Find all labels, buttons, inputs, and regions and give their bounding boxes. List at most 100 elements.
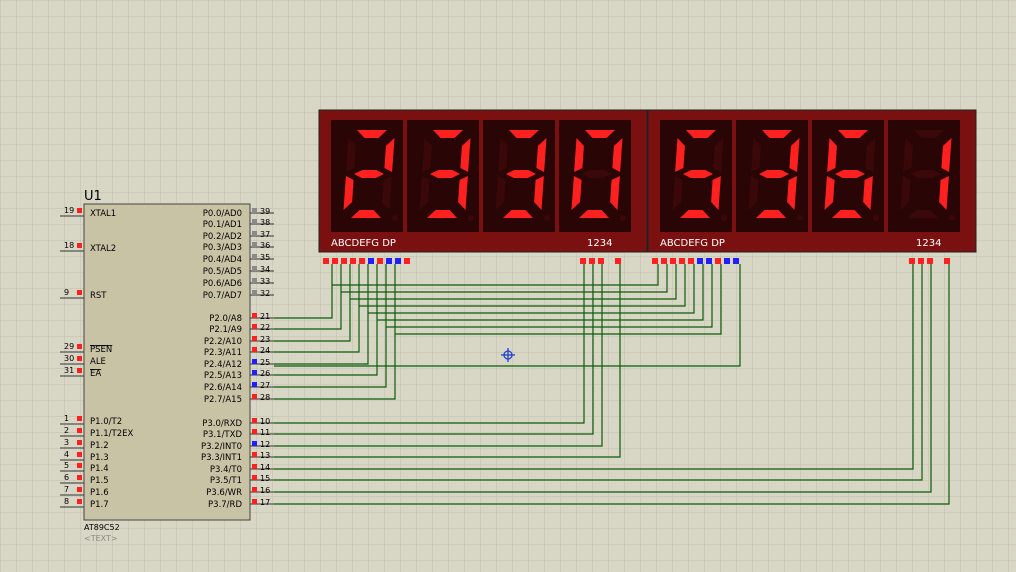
segment-dp (620, 215, 626, 221)
segment-pin-5[interactable] (688, 258, 694, 264)
pin-number: 23 (260, 335, 270, 344)
segment-pin-4[interactable] (679, 258, 685, 264)
segment-pin-7[interactable] (377, 258, 383, 264)
common-pin-3[interactable] (598, 258, 604, 264)
pin-state-marker (252, 347, 257, 352)
segment-pin-8[interactable] (386, 258, 392, 264)
chip-ref-label: U1 (84, 189, 102, 204)
segment-pin-2[interactable] (661, 258, 667, 264)
segment-pin-6[interactable] (368, 258, 374, 264)
digit-4 (888, 120, 960, 232)
common-pin-4[interactable] (944, 258, 950, 264)
pin-label: ALE (90, 357, 106, 367)
segment-pin-8[interactable] (715, 258, 721, 264)
chip-body[interactable] (83, 203, 251, 521)
segment-pin-9[interactable] (395, 258, 401, 264)
segment-pin-labels: ABCDEFG DP (331, 238, 396, 249)
common-pin-2[interactable] (918, 258, 924, 264)
pin-state-marker (252, 290, 257, 295)
wire-display2-com-1 (274, 264, 914, 470)
common-pin-3[interactable] (927, 258, 933, 264)
pin-number: 5 (64, 461, 69, 470)
crosshair-probe-icon[interactable] (501, 348, 515, 362)
common-pin-2[interactable] (589, 258, 595, 264)
pin-label: P2.7/A15 (204, 395, 242, 405)
pin-state-marker (77, 475, 82, 480)
wire-display1-seg-8 (274, 264, 396, 400)
segment-f (675, 138, 685, 172)
pin-state-marker (252, 452, 257, 457)
segment-pin-9[interactable] (724, 258, 730, 264)
common-pin-4[interactable] (615, 258, 621, 264)
segment-pin-6[interactable] (697, 258, 703, 264)
segment-b (713, 138, 724, 172)
segment-pin-1[interactable] (323, 258, 329, 264)
segment-f (422, 138, 432, 172)
segment-pin-3[interactable] (341, 258, 347, 264)
wire-display1-seg-2 (274, 264, 342, 330)
pin-label: P2.3/A11 (204, 348, 242, 358)
pin-state-marker (77, 356, 82, 361)
segment-pin-7[interactable] (706, 258, 712, 264)
pin-number: 13 (260, 451, 270, 460)
pin-state-marker (252, 499, 257, 504)
segment-pin-3[interactable] (670, 258, 676, 264)
pin-label: P1.3 (90, 453, 109, 463)
pin-label: P1.0/T2 (90, 417, 122, 427)
common-pin-1[interactable] (580, 258, 586, 264)
segment-pin-10[interactable] (733, 258, 739, 264)
wire-display1-seg-4 (274, 264, 360, 353)
segment-pin-2[interactable] (332, 258, 338, 264)
common-pin-1[interactable] (909, 258, 915, 264)
pin-state-marker (77, 428, 82, 433)
segment-pin-1[interactable] (652, 258, 658, 264)
pin-state-marker (77, 499, 82, 504)
segment-e (571, 176, 582, 210)
segment-a (838, 130, 868, 138)
segment-pin-4[interactable] (350, 258, 356, 264)
digit-2 (407, 120, 479, 232)
segment-pin-10[interactable] (404, 258, 410, 264)
segment-pin-5[interactable] (359, 258, 365, 264)
